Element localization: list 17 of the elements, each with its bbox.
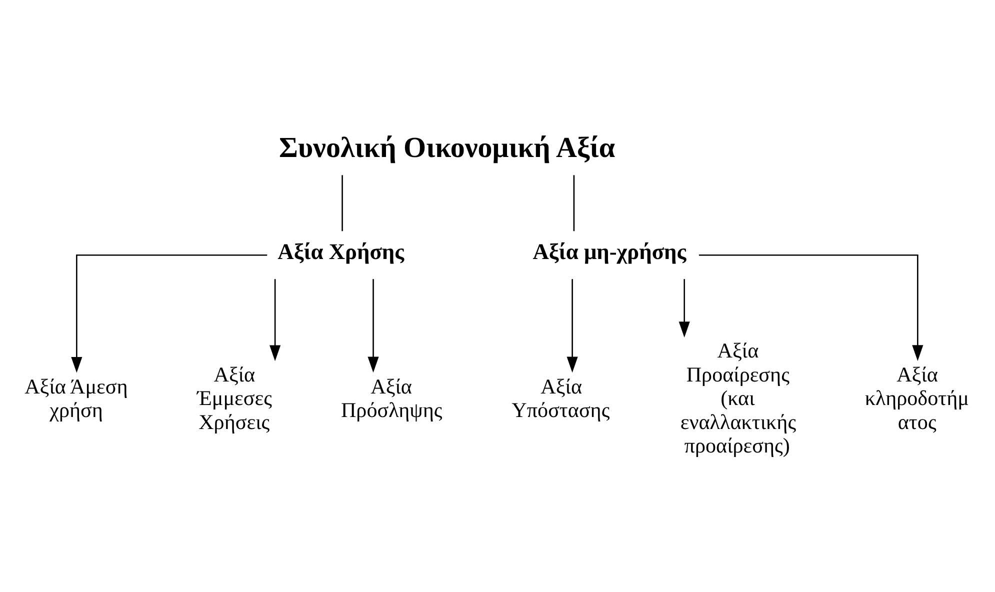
arrow xyxy=(368,279,379,373)
arrow xyxy=(71,254,268,373)
node-text: Αξία Έμμεσες Χρήσεις xyxy=(197,362,272,434)
arrow xyxy=(566,279,578,373)
node-text: Αξία Χρήσης xyxy=(278,239,404,264)
node-text: Αξία μη-χρήσης xyxy=(532,239,686,264)
node-text: Αξία Υπόστασης xyxy=(512,374,610,422)
arrow xyxy=(678,279,690,338)
node-text: Αξία Πρόσληψης xyxy=(340,374,442,422)
connector xyxy=(342,175,343,232)
connector xyxy=(573,175,575,232)
arrow xyxy=(270,279,281,362)
node-text: Συνολική Οικονομική Αξία xyxy=(279,132,616,164)
node-text: Αξία κληροδοτήμ ατος xyxy=(864,362,969,434)
node-text: Αξία Άμεση χρήση xyxy=(24,374,128,422)
arrow xyxy=(698,254,924,361)
node-text: Αξία Προαίρεσης (και εναλλακτικής προαίρεσης) xyxy=(680,338,796,458)
